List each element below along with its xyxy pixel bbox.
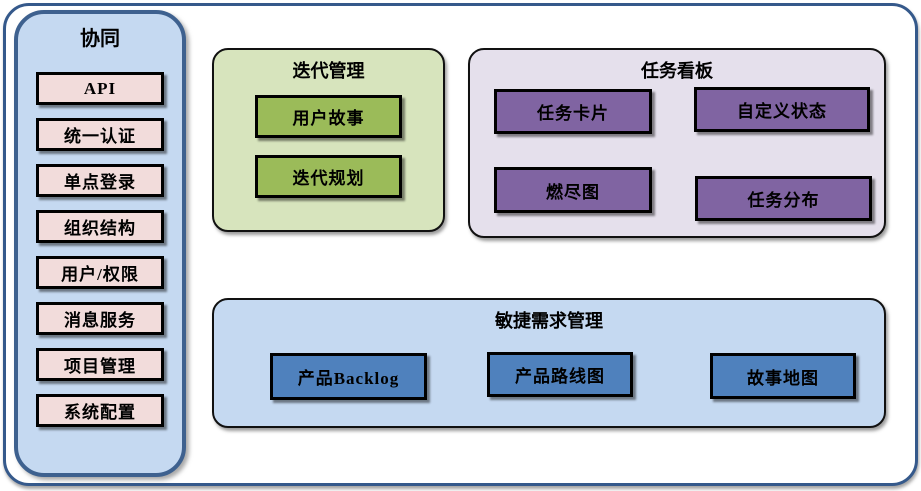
sidebar-item-org-structure: 组织结构	[36, 210, 164, 243]
item-iteration-planning: 迭代规划	[255, 155, 402, 198]
iteration-item-list: 用户故事 迭代规划	[214, 95, 443, 198]
collaboration-panel: 协同 API 统一认证 单点登录 组织结构 用户/权限 消息服务 项目管理 系统…	[14, 10, 186, 477]
sidebar-item-single-sign-on: 单点登录	[36, 164, 164, 197]
item-user-story: 用户故事	[255, 95, 402, 138]
group-iteration-management-title: 迭代管理	[292, 61, 365, 81]
item-product-roadmap: 产品路线图	[487, 352, 633, 397]
collaboration-panel-title: 协同	[80, 28, 120, 50]
sidebar-item-api: API	[36, 72, 164, 105]
item-task-distribution: 任务分布	[695, 176, 872, 221]
group-agile-requirements-title: 敏捷需求管理	[495, 311, 603, 331]
group-task-board: 任务看板 任务卡片 自定义状态 燃尽图 任务分布	[468, 48, 886, 238]
item-burndown-chart: 燃尽图	[494, 167, 652, 213]
item-task-card: 任务卡片	[494, 89, 652, 134]
sidebar-item-project-management: 项目管理	[36, 348, 164, 381]
sidebar-item-unified-auth: 统一认证	[36, 118, 164, 151]
item-product-backlog: 产品Backlog	[270, 353, 427, 400]
item-story-map: 故事地图	[710, 353, 856, 399]
sidebar-item-message-service: 消息服务	[36, 302, 164, 335]
collaboration-item-list: API 统一认证 单点登录 组织结构 用户/权限 消息服务 项目管理 系统配置	[18, 72, 182, 427]
group-agile-requirements: 敏捷需求管理 产品Backlog 产品路线图 故事地图	[212, 298, 886, 428]
item-custom-status: 自定义状态	[694, 87, 870, 132]
group-iteration-management: 迭代管理 用户故事 迭代规划	[212, 48, 445, 232]
sidebar-item-user-permissions: 用户/权限	[36, 256, 164, 289]
sidebar-item-system-config: 系统配置	[36, 394, 164, 427]
group-task-board-title: 任务看板	[641, 61, 713, 81]
